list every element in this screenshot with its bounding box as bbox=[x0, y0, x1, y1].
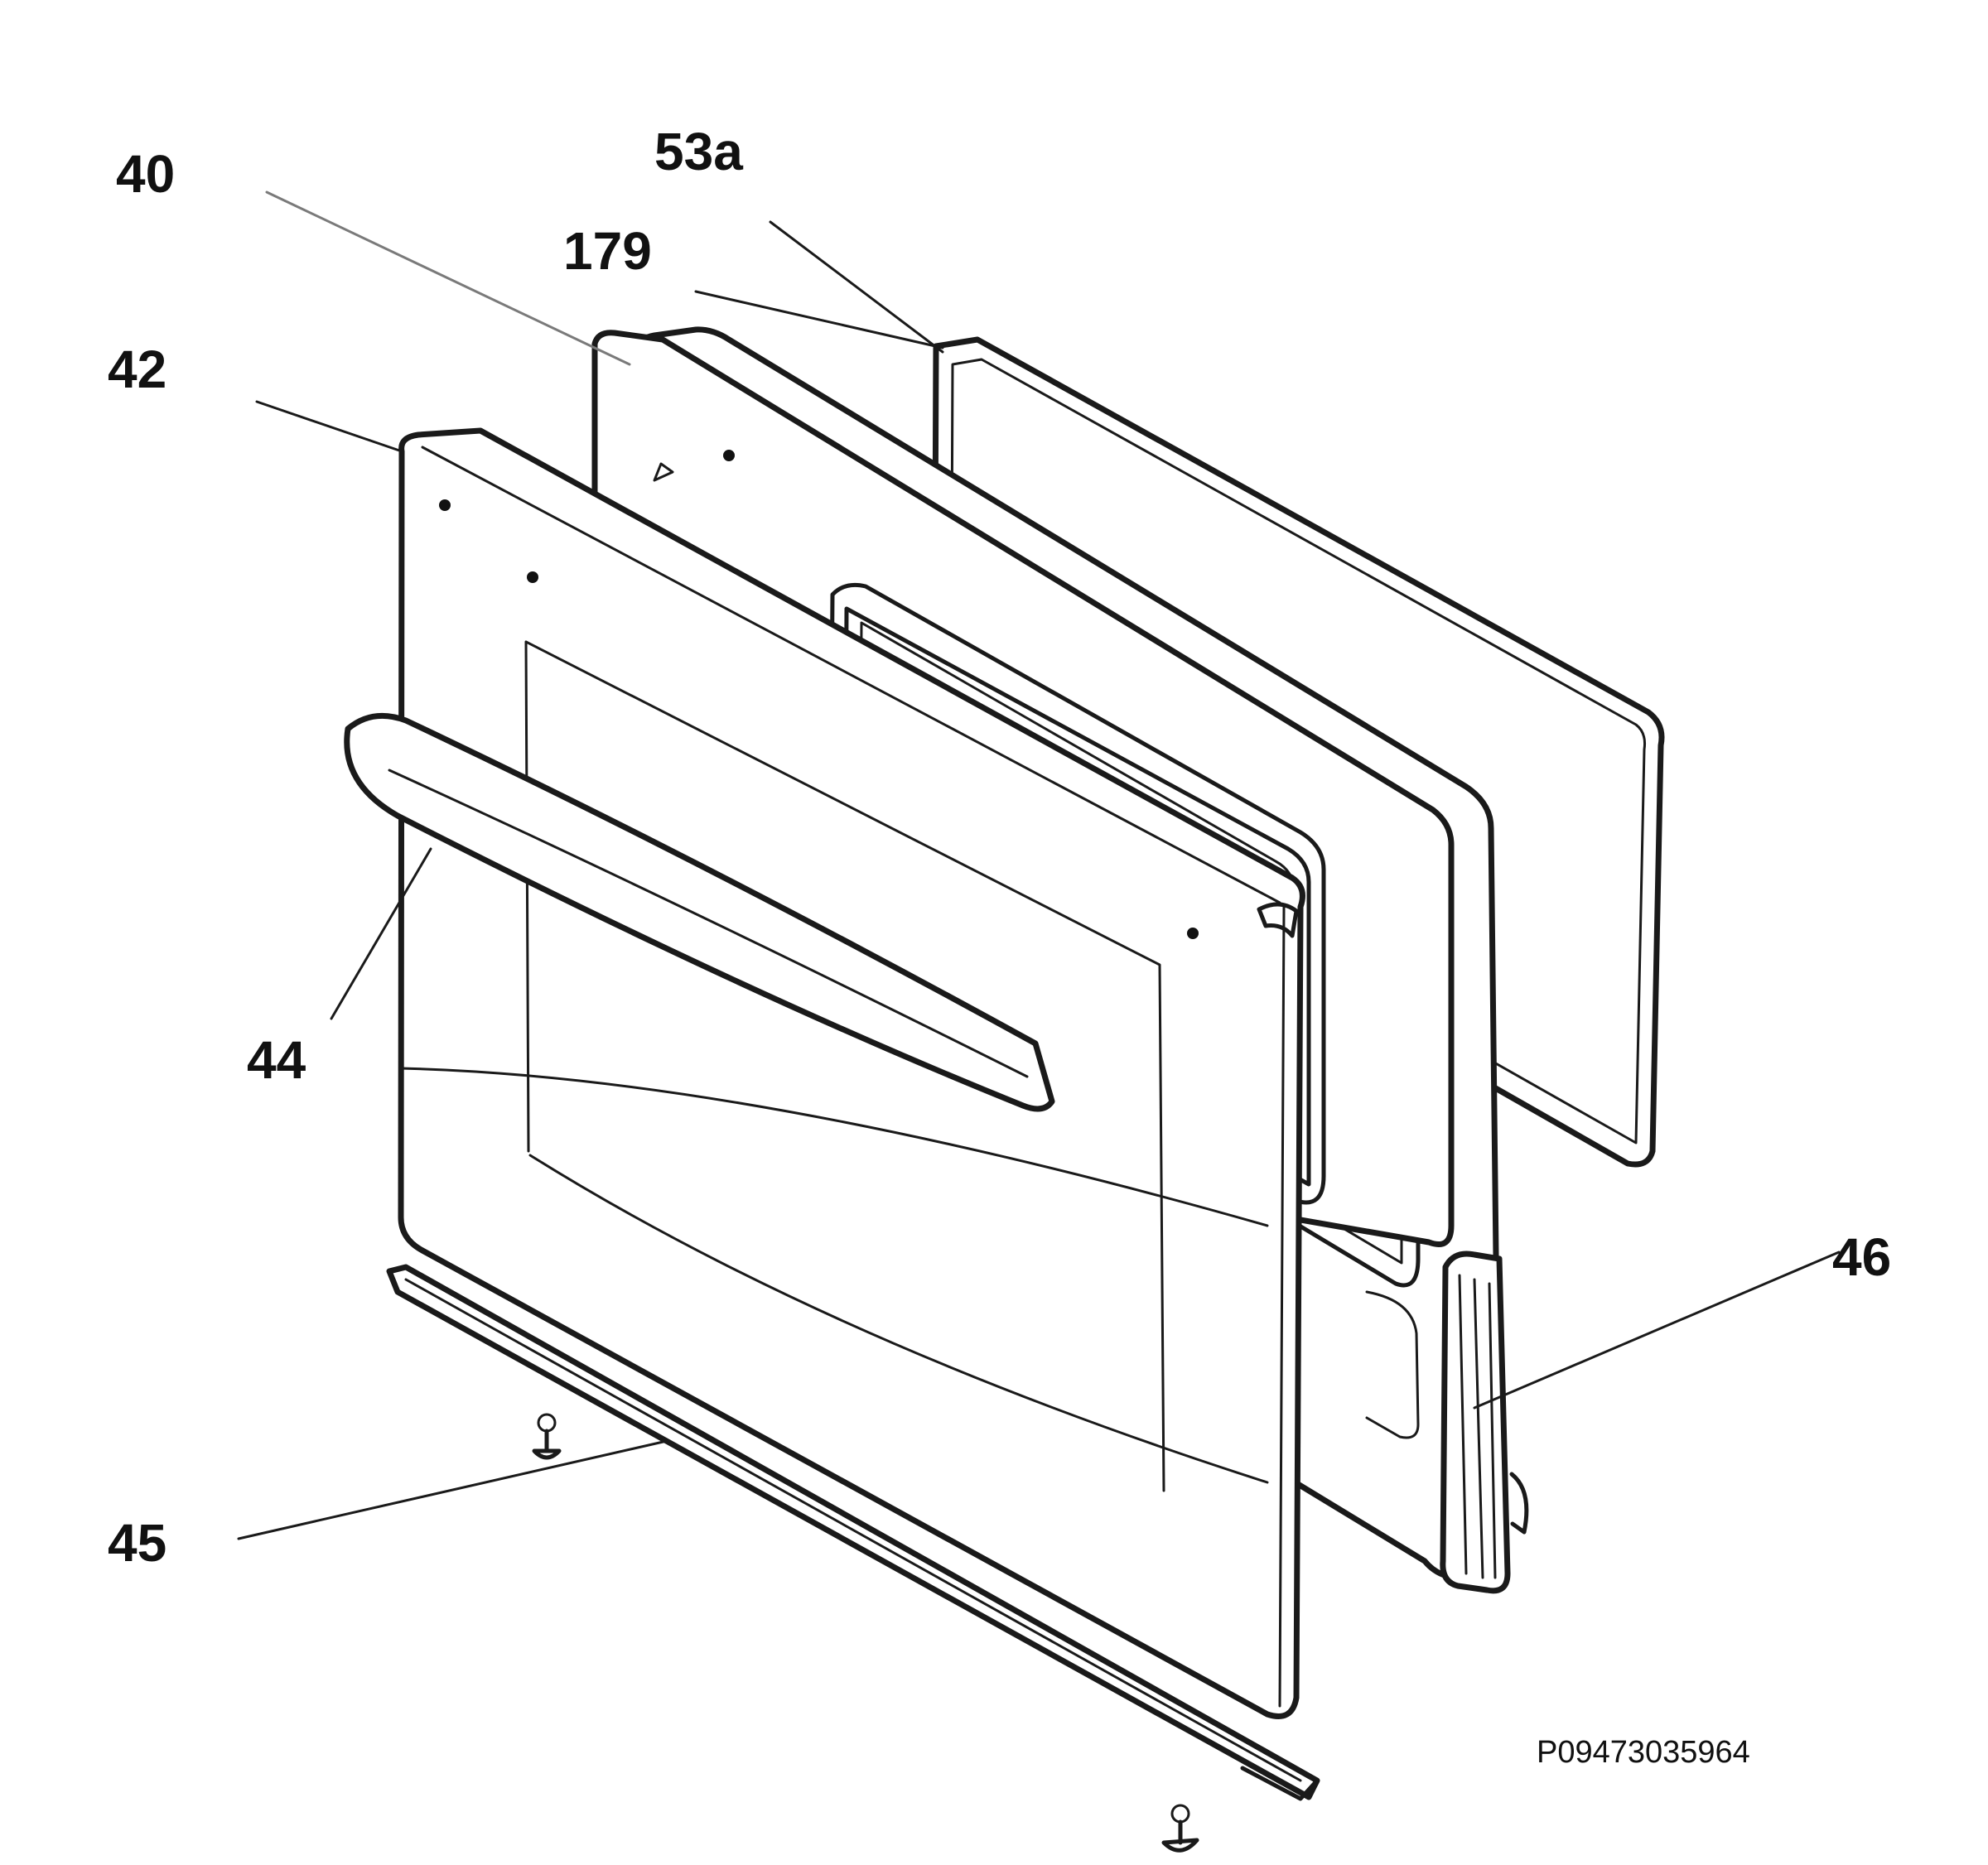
part-45-bottom-strip bbox=[386, 1264, 1320, 1853]
callout-45: 45 bbox=[108, 1513, 166, 1573]
callout-44: 44 bbox=[247, 1030, 306, 1090]
callout-46: 46 bbox=[1832, 1227, 1891, 1287]
callout-40: 40 bbox=[116, 144, 175, 204]
callout-179: 179 bbox=[563, 221, 652, 281]
callout-53a: 53a bbox=[654, 122, 743, 181]
part-42-outer-door-panel bbox=[344, 427, 1305, 1719]
part-46-hinge-bracket bbox=[1440, 1251, 1529, 1594]
callout-labels: 40 53a 179 42 44 46 45 P09473035964 bbox=[108, 122, 1891, 1770]
callout-42: 42 bbox=[108, 340, 166, 399]
screw-right-icon bbox=[1161, 1804, 1199, 1853]
screw-left-icon bbox=[532, 1413, 562, 1460]
drawing-code: P09473035964 bbox=[1537, 1735, 1750, 1770]
leader-lines bbox=[237, 190, 1841, 1540]
